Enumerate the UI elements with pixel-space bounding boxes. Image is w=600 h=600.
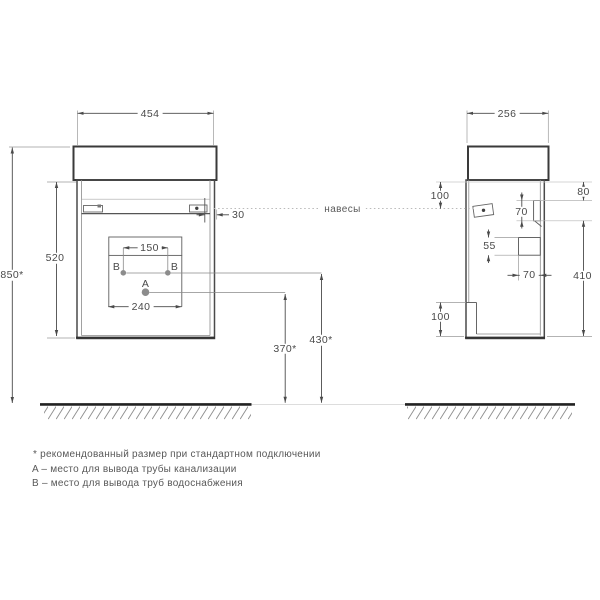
floor-hatching-left: [44, 406, 251, 420]
front-view: [72, 145, 322, 340]
dimension-lines: [11, 112, 584, 403]
dim-body-height: 520: [42, 253, 68, 264]
label-point-a: A: [141, 277, 150, 290]
front-back-cutout: [108, 236, 183, 307]
dim-cutout-width: 150: [137, 243, 162, 254]
dim-bracket-from-top: 80: [574, 186, 593, 197]
floor-hatching-right: [407, 406, 572, 420]
dim-total-height: 850*: [0, 270, 27, 281]
dim-lower-height: 410: [570, 271, 595, 282]
outlet-points: [120, 248, 322, 297]
dim-bracket-height: 70: [512, 206, 531, 217]
label-point-b-left: B: [112, 260, 121, 273]
hangers-label: навесы: [319, 205, 366, 215]
front-cabinet-body: [76, 179, 216, 340]
dim-bottom-span: 240: [128, 302, 154, 313]
side-inner-box: [518, 237, 541, 256]
extension-lines: [9, 110, 592, 339]
front-sink-top: [72, 145, 218, 181]
side-wall-hanger: [472, 203, 495, 218]
side-sink-top: [467, 145, 550, 181]
dim-box-height: 55: [483, 239, 496, 252]
label-point-b-right: B: [170, 260, 179, 273]
footnote-point-a: A – место для вывода трубы канализации: [32, 463, 237, 475]
side-view: [465, 145, 550, 340]
dim-plinth-height: 100: [428, 311, 453, 322]
dim-hanger-offset: 30: [232, 208, 245, 221]
dim-water-outlet-height: 430*: [306, 335, 336, 346]
front-hanger-left: [83, 205, 103, 213]
footnote-recommended-size: * рекомендованный размер при стандартном…: [33, 449, 321, 460]
side-plinth-notch: [466, 302, 477, 334]
dim-box-depth: 70: [520, 270, 539, 281]
side-cabinet-body: [465, 179, 546, 340]
dim-front-width: 454: [137, 108, 163, 119]
point-a: [141, 288, 150, 297]
dim-drain-outlet-height: 370*: [270, 343, 300, 354]
point-b-left: [120, 270, 127, 276]
floor-line: [40, 403, 575, 420]
dim-hanger-from-top: 100: [427, 190, 453, 201]
point-b-right: [165, 270, 171, 276]
dim-side-depth: 256: [494, 108, 520, 119]
footnote-point-b: B – место для вывода труб водоснабжения: [32, 478, 243, 489]
front-hanger-rail: [81, 198, 210, 223]
dimension-arrows: [10, 111, 586, 403]
